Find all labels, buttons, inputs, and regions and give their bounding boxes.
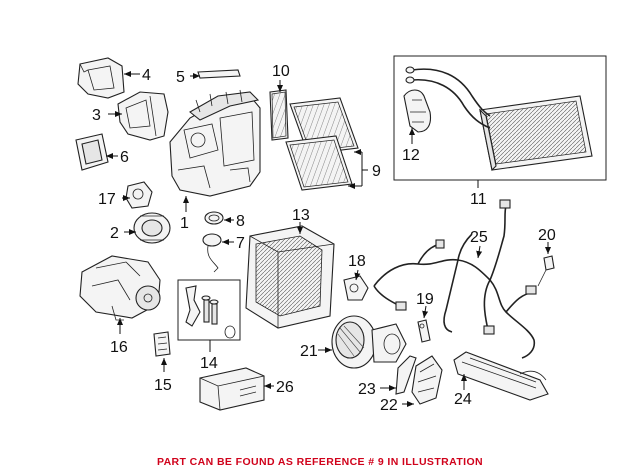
heater-core-part-11 — [405, 66, 593, 172]
callout-13: 13 — [292, 207, 310, 224]
callout-1: 1 — [180, 215, 189, 232]
pipe-bracket-part-12 — [403, 89, 432, 133]
callout-2: 2 — [110, 225, 119, 242]
seal-strip-part-5 — [197, 69, 241, 79]
module-part-24 — [453, 351, 549, 401]
callout-6: 6 — [120, 149, 129, 166]
callout-19: 19 — [416, 291, 434, 308]
callout-12: 12 — [402, 147, 420, 164]
callout-9: 9 — [372, 163, 381, 180]
callout-16: 16 — [110, 339, 128, 356]
resistor-part-15 — [153, 331, 171, 357]
callout-26: 26 — [276, 379, 294, 396]
blower-assembly-part-16 — [79, 255, 161, 321]
hardware-kit-box — [177, 279, 241, 341]
callout-5: 5 — [176, 69, 185, 86]
callout-17: 17 — [98, 191, 116, 208]
callout-7: 7 — [236, 235, 245, 252]
temp-sensor-part-20 — [537, 255, 555, 287]
seal-part-6 — [75, 133, 109, 171]
gasket-part-23 — [395, 355, 417, 395]
callout-10: 10 — [272, 63, 290, 80]
callout-22: 22 — [380, 397, 398, 414]
callout-23: 23 — [358, 381, 376, 398]
sensor-part-19 — [417, 319, 431, 343]
callout-4: 4 — [142, 67, 151, 84]
callout-11: 11 — [470, 191, 487, 208]
callout-18: 18 — [348, 253, 366, 270]
callout-21: 21 — [300, 343, 318, 360]
actuator-part-17 — [125, 181, 153, 209]
cover-part-22 — [411, 355, 443, 405]
filter-part-10 — [269, 89, 289, 141]
housing-part-3 — [117, 91, 169, 141]
cabin-filter-part-9-lower — [285, 135, 353, 191]
evaporator-part-13 — [245, 225, 335, 329]
blower-ring-part-2 — [133, 212, 171, 244]
control-module-part-26 — [199, 367, 265, 411]
hardware-kit-part-14 — [185, 285, 236, 339]
heater-core-box — [393, 55, 607, 181]
callout-8: 8 — [236, 213, 245, 230]
hvac-housing-part-1 — [169, 89, 261, 197]
callout-15: 15 — [154, 377, 172, 394]
duct-part-4 — [77, 57, 125, 99]
wiring-harness-part-25 — [373, 199, 537, 359]
drain-hose-part-7 — [202, 233, 222, 273]
ring-seal-part-8 — [204, 211, 224, 225]
callout-24: 24 — [454, 391, 472, 408]
callout-14: 14 — [200, 355, 218, 372]
reference-caption: PART CAN BE FOUND AS REFERENCE # 9 IN IL… — [156, 456, 484, 468]
blower-motor-part-21 — [331, 315, 407, 369]
callout-20: 20 — [538, 227, 556, 244]
callout-25: 25 — [470, 229, 488, 246]
callout-3: 3 — [92, 107, 101, 124]
